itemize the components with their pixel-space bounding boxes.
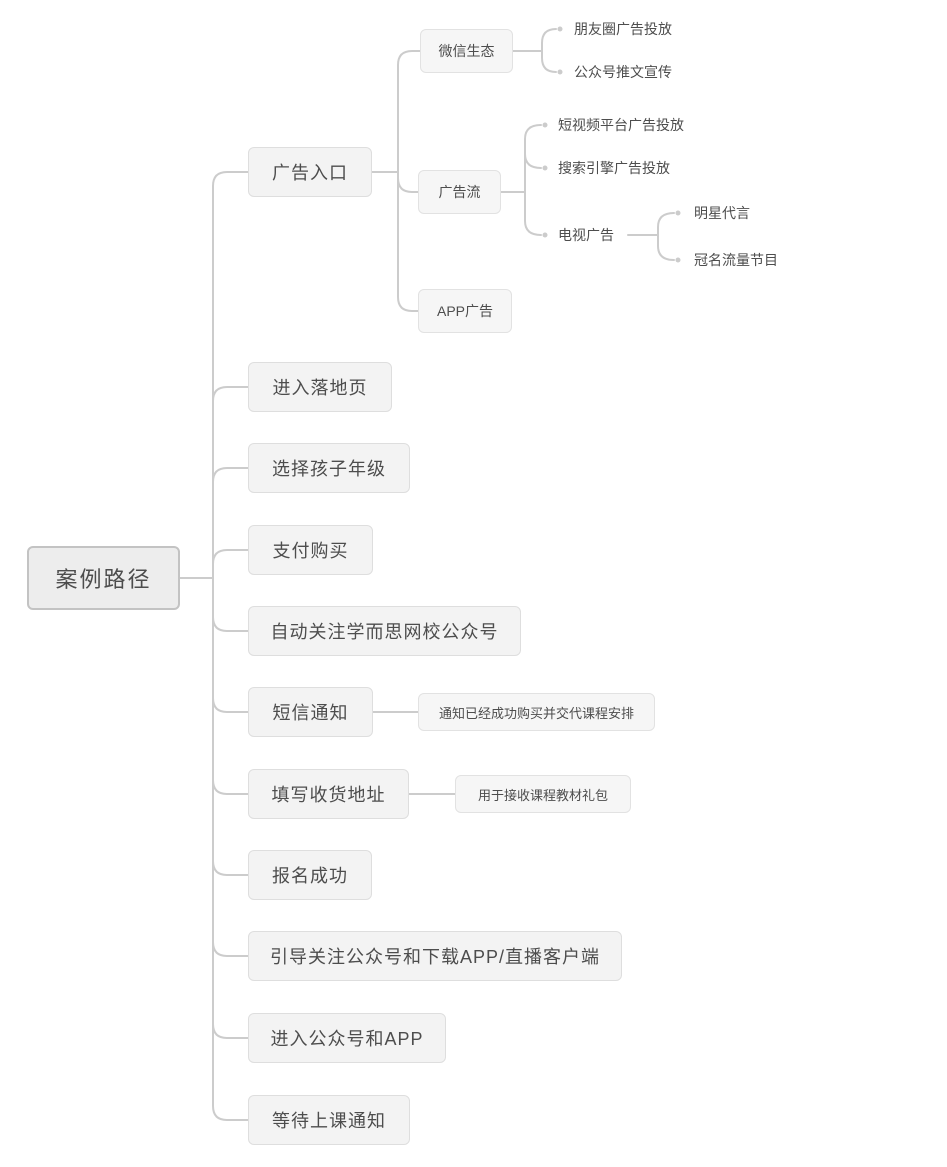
leaf-moments-ad-placement[interactable]: 朋友圈广告投放 (574, 21, 672, 37)
leaf-official-account-article-promo[interactable]: 公众号推文宣传 (574, 64, 672, 80)
leaf-short-video-platform-ads[interactable]: 短视频平台广告投放 (558, 117, 684, 133)
leaf-sponsored-traffic-show[interactable]: 冠名流量节目 (694, 252, 778, 268)
node-fill-shipping-address[interactable]: 填写收货地址 (248, 769, 409, 819)
node-pay-purchase[interactable]: 支付购买 (248, 525, 373, 575)
node-root[interactable]: 案例路径 (27, 546, 180, 610)
connector-group (179, 26, 681, 1121)
node-guide-follow-and-download-app[interactable]: 引导关注公众号和下载APP/直播客户端 (248, 931, 622, 981)
node-wechat-ecosystem[interactable]: 微信生态 (420, 29, 513, 73)
node-select-child-grade[interactable]: 选择孩子年级 (248, 443, 410, 493)
leaf-star-endorsement[interactable]: 明星代言 (694, 205, 750, 221)
node-sms-notification[interactable]: 短信通知 (248, 687, 373, 737)
leaf-search-engine-ads[interactable]: 搜索引擎广告投放 (558, 160, 670, 176)
node-enter-landing-page[interactable]: 进入落地页 (248, 362, 392, 412)
node-signup-success[interactable]: 报名成功 (248, 850, 372, 900)
node-ad-stream[interactable]: 广告流 (418, 170, 501, 214)
node-ad-entry[interactable]: 广告入口 (248, 147, 372, 197)
node-wait-class-notice[interactable]: 等待上课通知 (248, 1095, 410, 1145)
leaf-tv-ads[interactable]: 电视广告 (558, 227, 614, 243)
node-auto-follow-official-account[interactable]: 自动关注学而思网校公众号 (248, 606, 521, 656)
node-enter-official-account-and-app[interactable]: 进入公众号和APP (248, 1013, 446, 1063)
note-address-purpose[interactable]: 用于接收课程教材礼包 (455, 775, 631, 813)
note-sms-content[interactable]: 通知已经成功购买并交代课程安排 (418, 693, 655, 731)
node-app-ads[interactable]: APP广告 (418, 289, 512, 333)
